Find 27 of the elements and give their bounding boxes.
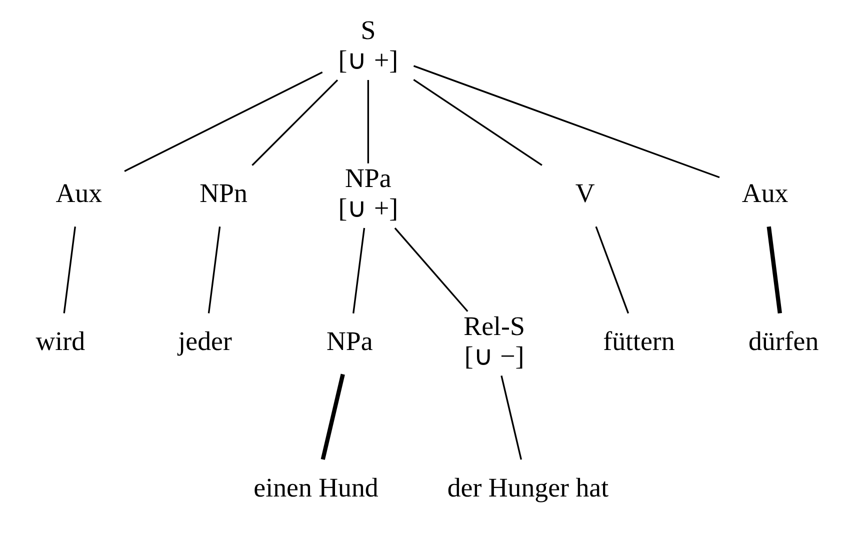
node-text: S [∪ +] — [338, 14, 398, 75]
connector — [124, 71, 323, 172]
node-text: jeder — [178, 326, 232, 356]
connector — [595, 226, 630, 314]
connector — [394, 226, 468, 312]
connector — [252, 78, 338, 166]
node-text: Aux — [742, 178, 788, 208]
connector — [500, 375, 522, 460]
node-text: der Hunger hat — [447, 472, 609, 502]
connector — [320, 373, 345, 460]
node-text: Aux — [56, 178, 102, 208]
connector — [352, 227, 366, 313]
connector — [413, 78, 542, 166]
node-text: einen Hund — [254, 472, 378, 502]
connector — [63, 226, 76, 313]
node-text: wird — [36, 326, 86, 356]
connector — [208, 226, 221, 313]
connector — [367, 80, 370, 163]
node-text: NPa — [326, 326, 373, 356]
node-text: NPa [∪ +] — [338, 162, 398, 223]
connector — [766, 226, 782, 314]
node-text: NPn — [200, 178, 248, 208]
node-text: dürfen — [748, 326, 819, 356]
node-text: V — [575, 178, 595, 208]
connector — [413, 64, 720, 178]
node-text: füttern — [603, 326, 675, 356]
node-text: Rel-S [∪ −] — [464, 310, 525, 371]
